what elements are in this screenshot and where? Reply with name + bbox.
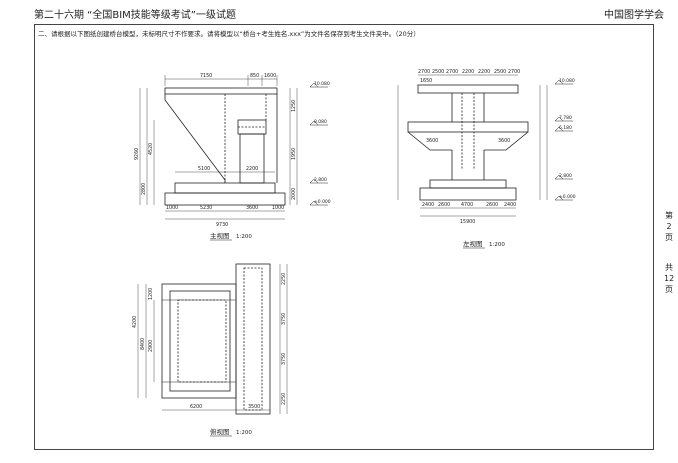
front-right-dim: 1950	[291, 148, 297, 160]
plan-left-dim: 8400	[140, 338, 146, 350]
front-bottom-dim: 3600	[246, 205, 258, 211]
front-left-dim: 2800	[141, 183, 147, 195]
plan-right-dim: 2250	[281, 273, 287, 285]
front-level-label: 2.800	[314, 177, 327, 183]
issuer-name: 中国图学学会	[604, 10, 664, 21]
side-overall-dim: 15900	[460, 219, 475, 225]
plan-right-dim: 2250	[281, 393, 287, 405]
side-bottom-dim: 2400	[422, 202, 434, 208]
front-footing-upper	[174, 182, 276, 194]
front-inner-dim: 5100	[198, 166, 210, 172]
plan-view-scale: 1:200	[236, 430, 252, 436]
plan-bottom-dim: 6200	[190, 404, 202, 410]
side-top-dim: 2700	[418, 69, 430, 75]
front-footing-lower	[164, 192, 286, 206]
front-bottom-dim: 5230	[200, 205, 212, 211]
front-right-dim: 1250	[291, 100, 297, 112]
front-overall-dim: 9730	[216, 222, 228, 228]
plan-left-dim: 4200	[132, 316, 138, 328]
side-level-label: 10.080	[559, 78, 575, 84]
side-bottom-dim: 4700	[461, 202, 473, 208]
front-level-label: 10.080	[314, 81, 330, 87]
side-top-dim: 2700	[508, 69, 520, 75]
exam-header-title: 第二十六期 “全国BIM技能等级考试”一级试题	[34, 10, 236, 21]
front-left-dim: 9260	[134, 148, 140, 160]
front-level-label: 8.080	[314, 119, 327, 125]
side-top-dim: 2700	[446, 69, 458, 75]
plan-bottom-dim: 3500	[248, 404, 260, 410]
side-level-label: 6.180	[559, 125, 572, 131]
front-top-dim: 850	[250, 73, 259, 79]
front-bottom-dim: 1000	[272, 205, 284, 211]
front-view	[139, 75, 328, 241]
front-view-scale: 1:200	[236, 234, 252, 240]
front-slope-line	[164, 94, 226, 183]
plan-right-dim: 3750	[281, 313, 287, 325]
plan-view	[137, 263, 288, 437]
side-bottom-dim: 2600	[438, 202, 450, 208]
front-top-dim: 1600	[264, 73, 276, 79]
side-top-slab	[417, 84, 519, 94]
plan-right-dim: 3750	[281, 353, 287, 365]
question-instruction: 二、请根据以下图纸创建桥台模型，未标明尺寸不作要求。请将模型以“桥台+考生姓名.…	[38, 30, 420, 38]
side-top-dim: 2500	[494, 69, 506, 75]
side-cap-beam	[407, 121, 529, 133]
side-level-label: 2.800	[559, 173, 572, 179]
side-view-scale: 1:200	[489, 242, 505, 248]
side-top-dim2: 1650	[420, 78, 432, 84]
side-footing-lower	[419, 187, 517, 201]
side-footing-upper	[429, 179, 507, 189]
side-top-dim: 2500	[432, 69, 444, 75]
page-number: 第2页	[665, 211, 673, 242]
plan-left-dim: 1200	[148, 288, 154, 300]
front-left-dim: 4520	[148, 143, 154, 155]
side-mid-dim: 3600	[498, 138, 510, 144]
page-total: 共12页	[664, 263, 675, 294]
side-mid-dim: 3600	[426, 138, 438, 144]
plan-footing	[161, 283, 237, 399]
side-view-title: 左视图	[463, 239, 483, 248]
side-view	[397, 74, 573, 249]
front-right-dim: 2000	[291, 188, 297, 200]
front-level-label: ±0.000	[314, 199, 331, 205]
plan-left-dim: 2900	[148, 340, 154, 352]
front-top-slab	[164, 87, 278, 95]
plan-cap	[235, 263, 271, 415]
drawing-frame	[34, 24, 654, 450]
front-view-title: 主视图	[210, 231, 230, 240]
front-bottom-dim: 1000	[166, 205, 178, 211]
side-level-label: 7.780	[559, 115, 572, 121]
side-bottom-dim: 2400	[504, 202, 516, 208]
front-inner-dim: 2200	[246, 166, 258, 172]
side-bottom-dim: 2600	[486, 202, 498, 208]
front-top-dim: 7150	[200, 73, 212, 79]
plan-view-title: 俯视图	[210, 427, 230, 436]
side-level-label: ±0.000	[559, 194, 576, 200]
side-top-dim: 2200	[478, 69, 490, 75]
side-top-dim: 2200	[462, 69, 474, 75]
